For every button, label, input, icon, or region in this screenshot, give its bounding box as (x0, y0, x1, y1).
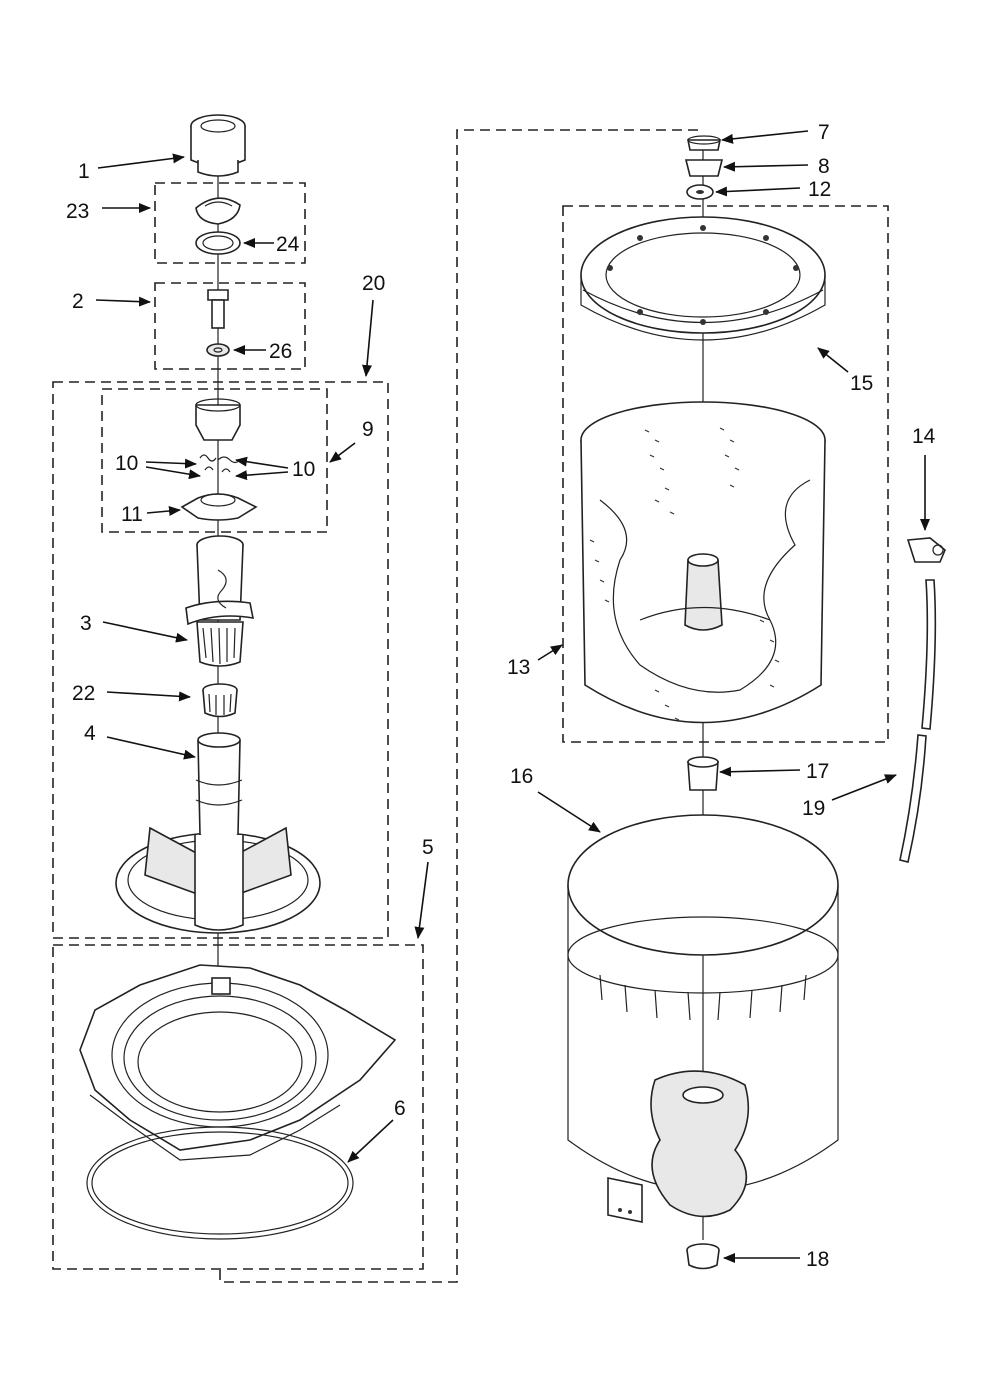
callout-23: 23 (66, 200, 89, 223)
part-24-ring (195, 231, 241, 255)
leader-16 (537, 791, 601, 833)
group-box-9 (101, 388, 328, 533)
callout-20: 20 (362, 272, 385, 295)
callout-10-left: 10 (115, 452, 138, 475)
part-19-hose (899, 579, 937, 863)
callout-5: 5 (422, 836, 434, 859)
callout-3: 3 (80, 612, 92, 635)
part-8-nut (684, 159, 724, 177)
part-9-dog-cap (195, 398, 241, 441)
part-12-washer (686, 184, 714, 200)
leader-22 (106, 691, 191, 702)
leader-4 (106, 736, 196, 760)
part-17-coupling (687, 756, 719, 791)
part-1-cap (190, 114, 246, 177)
callout-19: 19 (802, 797, 825, 820)
leader-9 (329, 442, 356, 463)
leader-5 (414, 861, 429, 939)
leader-20 (362, 299, 374, 377)
part-4-agitator-base (115, 732, 321, 934)
callout-15: 15 (850, 372, 873, 395)
leader-15 (817, 347, 849, 373)
part-2-bolt (207, 289, 229, 329)
callout-8: 8 (818, 155, 830, 178)
part-16-outer-tub (567, 814, 839, 1223)
part-11-dog-ring (180, 493, 258, 521)
callout-24: 24 (276, 233, 300, 256)
callout-9: 9 (362, 418, 374, 441)
leader-8 (723, 161, 809, 172)
group-box-13 (562, 205, 889, 743)
leader-10b-2 (235, 470, 289, 481)
part-26-washer (206, 343, 230, 357)
callout-14: 14 (912, 425, 936, 448)
callout-1: 1 (78, 160, 90, 183)
part-7-cap (687, 135, 721, 151)
callout-6: 6 (394, 1097, 406, 1120)
part-14-clip (906, 537, 946, 563)
callout-26: 26 (269, 340, 292, 363)
group-box-20 (52, 381, 389, 939)
callout-2: 2 (72, 290, 84, 313)
leader-6 (347, 1119, 394, 1163)
group-box-23 (154, 182, 306, 264)
callout-12: 12 (808, 178, 831, 201)
callout-10-right: 10 (292, 458, 315, 481)
part-18-plug (686, 1243, 720, 1270)
leader-10a-1 (145, 458, 197, 469)
part-23-clip (195, 197, 241, 225)
group-box-2 (154, 282, 306, 370)
leader-1 (97, 153, 185, 169)
connector-line (219, 129, 700, 1283)
leader-2 (95, 296, 151, 307)
part-6-seal-ring (86, 1126, 354, 1240)
leader-13 (537, 644, 563, 661)
callout-18: 18 (806, 1248, 829, 1271)
part-10-springs (199, 454, 241, 473)
callout-13: 13 (507, 656, 530, 679)
callout-11: 11 (121, 503, 143, 526)
leader-3 (102, 621, 188, 643)
leader-12 (715, 186, 801, 197)
callout-17: 17 (806, 760, 829, 783)
callout-22: 22 (72, 682, 95, 705)
part-5-tub-base (79, 964, 397, 1161)
leader-11 (146, 506, 181, 516)
callout-7: 7 (818, 121, 830, 144)
group-box-5 (52, 944, 424, 1270)
leader-17 (719, 766, 801, 777)
leader-10a-2 (145, 466, 201, 480)
part-3-auger (185, 535, 255, 667)
part-15-balance-ring (580, 216, 826, 341)
part-13-basket (580, 401, 826, 724)
part-22-bearing (202, 683, 238, 718)
callout-4: 4 (84, 722, 96, 745)
leader-7 (721, 130, 809, 144)
leader-19 (831, 774, 897, 801)
callout-16: 16 (510, 765, 533, 788)
leader-10b-1 (235, 456, 289, 469)
